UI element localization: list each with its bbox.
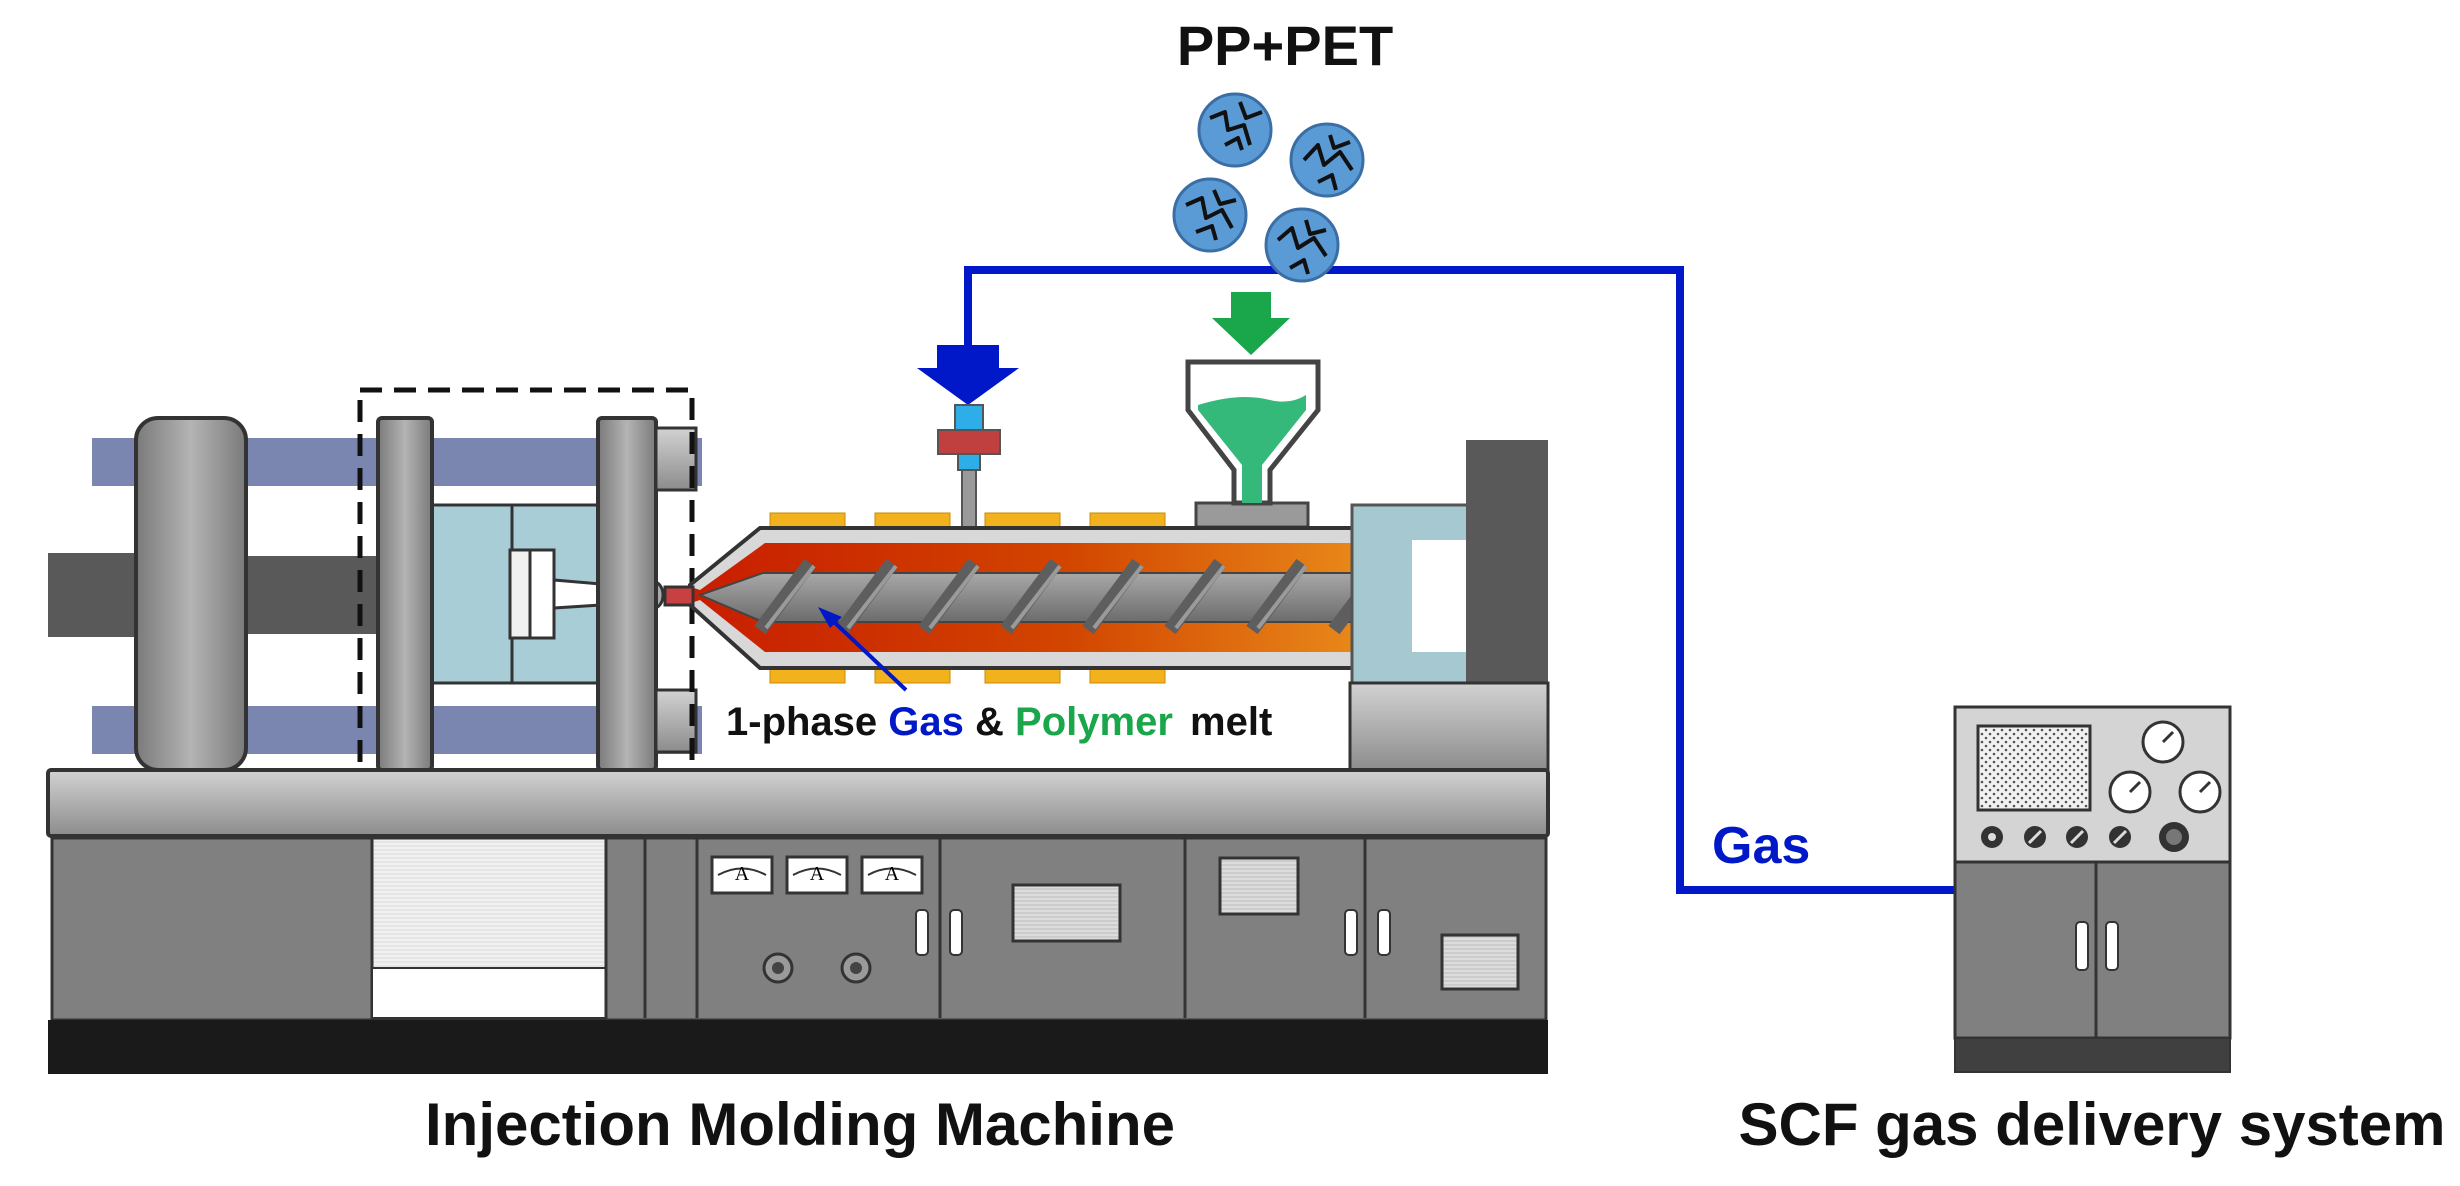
melt-label-gas: Gas: [888, 700, 964, 744]
gauge-icon: [2178, 770, 2222, 814]
control-knobs: [1981, 822, 2189, 852]
meter-label: A: [810, 863, 825, 885]
melt-label-prefix: 1-phase: [726, 700, 877, 744]
gas-inlet-arrow: [917, 345, 1019, 405]
barrel: [663, 526, 1371, 692]
machine-label: Injection Molding Machine: [425, 1091, 1175, 1158]
melt-label-suffix: melt: [1190, 700, 1272, 744]
melt-pointer-arrow: [830, 618, 908, 692]
ammeter: A: [710, 855, 774, 895]
meter-label: A: [885, 863, 900, 885]
ammeter: A: [860, 855, 924, 895]
melt-label: 1-phase Gas & Polymer melt: [726, 700, 1272, 744]
meter-label: A: [735, 863, 750, 885]
screw: [697, 558, 1371, 635]
gas-injector: [937, 404, 1001, 533]
machine-base: A A A: [46, 768, 1550, 1074]
hopper: [1185, 359, 1321, 551]
scf-gas-unit: [1953, 705, 2232, 1073]
drive-unit: [1348, 440, 1550, 773]
pellet: [1289, 122, 1365, 198]
ammeter: A: [785, 855, 849, 895]
gas-line-label: Gas: [1712, 817, 1810, 875]
melt-label-polymer: Polymer: [1015, 700, 1173, 744]
rear-platen: [134, 416, 248, 772]
gas-line: [917, 266, 1955, 894]
pellet: [1197, 92, 1273, 168]
heater-bands: [769, 512, 1166, 684]
pellets: [1172, 92, 1365, 283]
pellet: [1264, 207, 1340, 283]
melt-label-amp: &: [975, 700, 1004, 744]
feed-label: PP+PET: [1177, 14, 1393, 77]
pellet: [1172, 177, 1248, 253]
gauge-icon: [2141, 720, 2185, 764]
delivery-label: SCF gas delivery system: [1738, 1091, 2445, 1158]
gauge-icon: [2108, 770, 2152, 814]
stationary-platen: [596, 416, 658, 772]
moving-platen: [376, 416, 434, 772]
feed-arrow: [1212, 292, 1290, 355]
